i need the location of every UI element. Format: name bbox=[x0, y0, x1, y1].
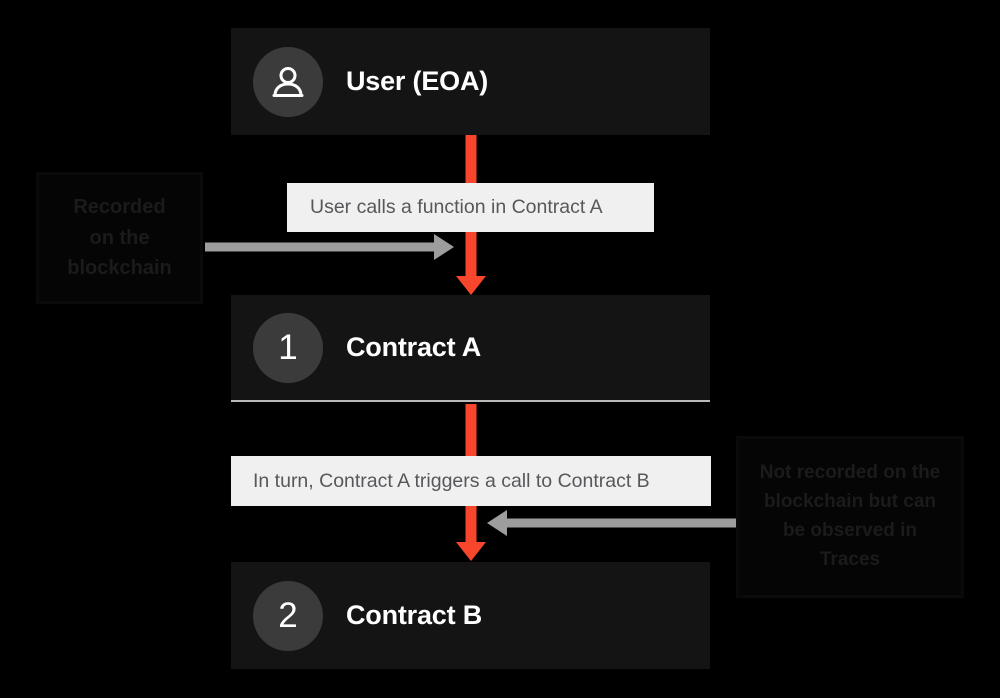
flow-caption-user-calls-contract-a: User calls a function in Contract A bbox=[287, 183, 654, 232]
annotation-line: be observed in bbox=[782, 520, 918, 541]
flow-node-label: Contract A bbox=[346, 332, 482, 362]
flow-node-contract-a[interactable]: 1 Contract A bbox=[231, 295, 710, 402]
flow-arrow-contract-a-to-caption2 bbox=[456, 404, 486, 456]
arrow-shaft bbox=[505, 518, 736, 528]
connector-arrow-left bbox=[205, 234, 454, 260]
annotation-line: Recorded bbox=[73, 196, 166, 219]
annotation-line: Not recorded on the bbox=[759, 462, 941, 484]
annotation-recorded-on-blockchain: Recorded on the blockchain bbox=[36, 172, 203, 304]
person-icon bbox=[253, 46, 323, 117]
arrow-head bbox=[456, 542, 486, 561]
annotation-line: Traces bbox=[819, 548, 881, 570]
arrow-shaft bbox=[465, 506, 477, 543]
step-number-badge: 2 bbox=[253, 580, 323, 651]
annotation-text-block: Recorded on the blockchain bbox=[67, 192, 171, 283]
arrow-head bbox=[434, 234, 454, 260]
annotation-text-block: Not recorded on the blockchain but can b… bbox=[760, 459, 941, 575]
flow-node-user[interactable]: User (EOA) bbox=[231, 28, 710, 135]
arrow-head bbox=[487, 510, 507, 536]
flow-arrow-caption1-to-contract-a bbox=[456, 232, 486, 295]
flow-caption-contract-a-triggers-contract-b: In turn, Contract A triggers a call to C… bbox=[231, 456, 711, 506]
annotation-line: on the bbox=[89, 226, 150, 249]
step-number-badge: 1 bbox=[253, 312, 323, 383]
flow-node-label: User (EOA) bbox=[346, 66, 489, 96]
flow-node-label: Contract B bbox=[346, 600, 483, 630]
arrow-shaft bbox=[465, 135, 477, 184]
flow-node-contract-b[interactable]: 2 Contract B bbox=[231, 562, 710, 669]
flow-arrow-caption2-to-contract-b bbox=[456, 506, 486, 562]
arrow-shaft bbox=[205, 242, 436, 252]
annotation-line: blockchain bbox=[67, 257, 172, 280]
annotation-not-recorded-traces: Not recorded on the blockchain but can b… bbox=[736, 436, 964, 598]
arrow-head bbox=[456, 276, 486, 295]
connector-arrow-right bbox=[487, 510, 736, 536]
arrow-shaft bbox=[465, 404, 477, 456]
annotation-line: blockchain but can bbox=[763, 491, 937, 513]
arrow-shaft bbox=[465, 232, 477, 277]
flow-arrow-user-to-caption1 bbox=[456, 135, 486, 184]
